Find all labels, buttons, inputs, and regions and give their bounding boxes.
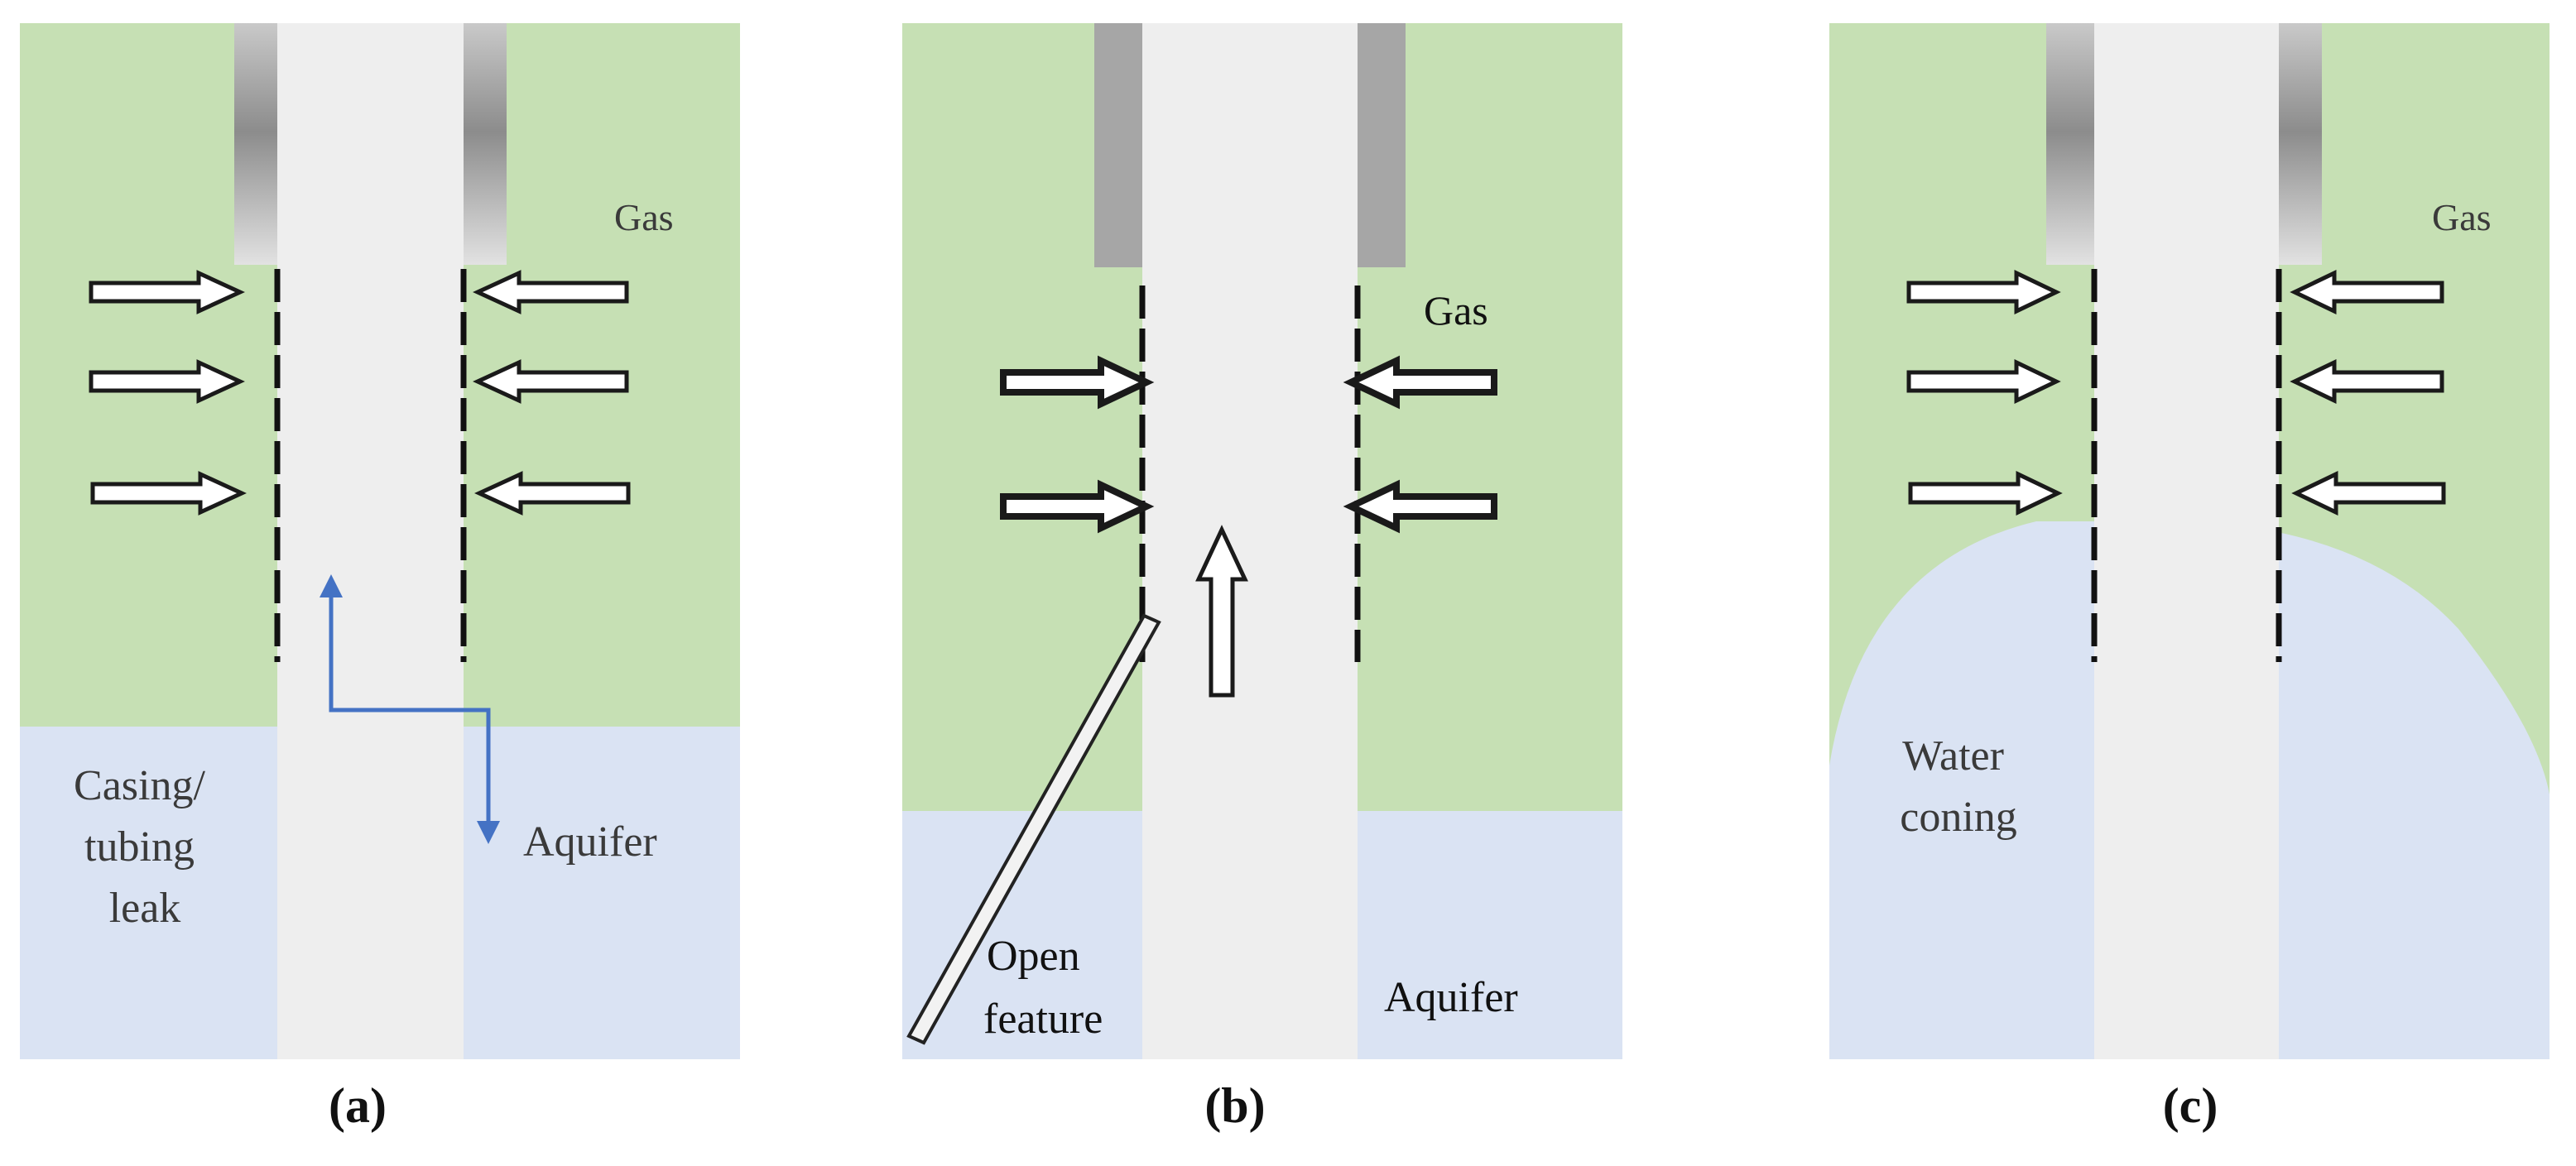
inflow-arrow [89, 270, 245, 314]
upflow-arrow [1195, 525, 1248, 698]
label-line: feature [983, 996, 1103, 1043]
inflow-arrow [473, 270, 629, 314]
panel-caption: (a) [329, 1078, 387, 1133]
wellbore [277, 23, 464, 1059]
gas-label: Gas [614, 196, 674, 238]
casing-right [1358, 23, 1406, 267]
panel-a: Gas Aquifer Casing/ tubing leak (a) [20, 23, 740, 1133]
panel-caption: (c) [2163, 1078, 2218, 1133]
label-line: leak [109, 885, 181, 932]
inflow-arrow [1343, 479, 1497, 534]
aquifer-label: Aquifer [523, 818, 657, 866]
open-feature [906, 613, 1161, 1045]
label-line: tubing [84, 823, 195, 871]
gas-label: Gas [1424, 287, 1488, 333]
casing-left [2046, 23, 2094, 265]
panel-b: Gas Aquifer Open feature (b) [902, 23, 1622, 1133]
open-feature-label: Open feature [983, 933, 1103, 1043]
casing-left [1094, 23, 1142, 267]
inflow-arrow [1906, 359, 2061, 404]
water-coning-label: Water coning [1900, 732, 2017, 841]
inflow-arrow [2290, 359, 2444, 404]
inflow-arrow [473, 359, 629, 404]
leak-flow-path [320, 574, 500, 844]
inflow-arrow [1343, 355, 1497, 410]
inflow-arrow [90, 471, 247, 516]
wellbore [2094, 23, 2279, 1059]
gas-inflow-arrows [1000, 355, 1497, 534]
aquifer-label: Aquifer [1384, 974, 1518, 1021]
gas-inflow-arrows [1906, 270, 2446, 516]
inflow-arrow [1908, 471, 2063, 516]
label-line: Casing/ [74, 762, 205, 809]
inflow-arrow [2291, 471, 2446, 516]
casing-tubing-leak-label: Casing/ tubing leak [74, 762, 216, 932]
arrowhead-up [320, 574, 343, 597]
label-line: Water [1902, 732, 2004, 780]
casing-right [464, 23, 507, 265]
gas-inflow-arrows [89, 270, 631, 516]
inflow-arrow [474, 471, 631, 516]
inflow-arrow [2290, 270, 2444, 314]
inflow-arrow [1906, 270, 2061, 314]
arrowhead-down [477, 821, 500, 844]
panel-c: Gas Water coning (c) [1829, 23, 2550, 1133]
casing-left [234, 23, 277, 265]
panel-caption: (b) [1204, 1078, 1265, 1133]
inflow-arrow [1000, 355, 1155, 410]
label-line: coning [1900, 794, 2017, 841]
inflow-arrow [1000, 479, 1155, 534]
casing-right [2279, 23, 2322, 265]
wellbore [1142, 23, 1358, 1059]
gas-label: Gas [2432, 196, 2492, 238]
inflow-arrow [89, 359, 245, 404]
label-line: Open [987, 933, 1080, 980]
